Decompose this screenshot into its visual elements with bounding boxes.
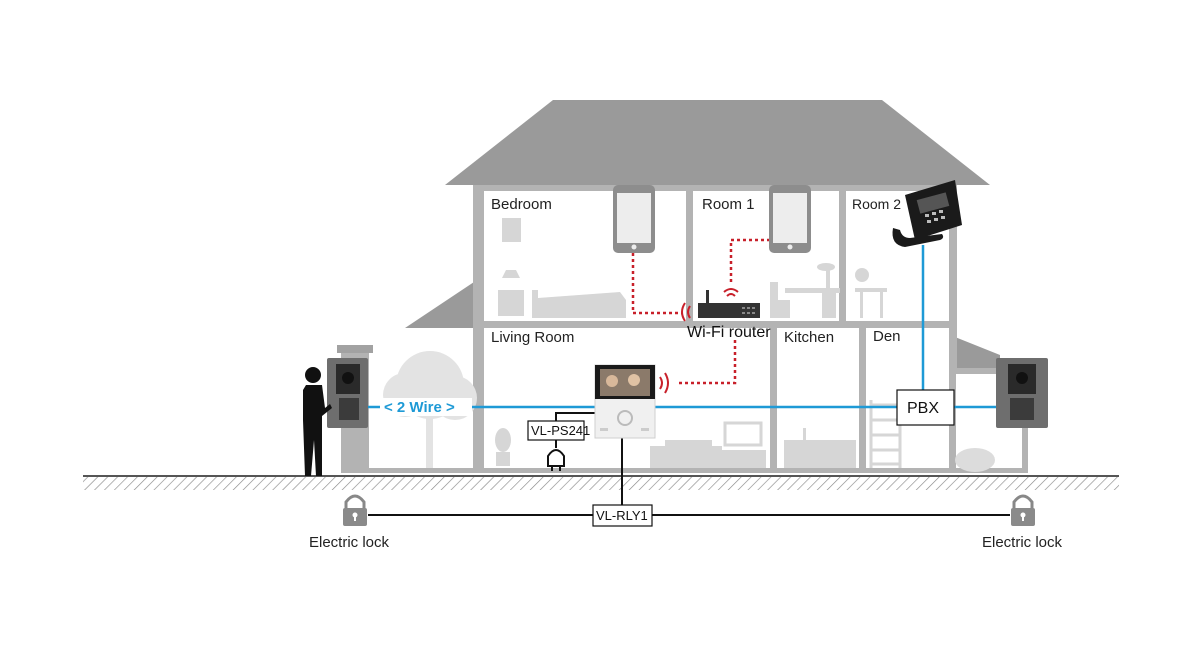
upper-roof (445, 100, 990, 185)
desk (785, 288, 840, 293)
sofa (650, 440, 722, 468)
padlock-icon (343, 494, 367, 526)
power-supply-box (527, 420, 585, 441)
plug-icon (547, 449, 565, 471)
smartphone-icon (613, 185, 655, 253)
power-supply-label: VL-PS241 (531, 423, 590, 438)
nightstand (498, 290, 524, 316)
room-label-kitchen: Kitchen (784, 329, 834, 346)
desk-phone-icon (892, 180, 962, 247)
door-station-icon (327, 358, 368, 428)
relay-label: VL-RLY1 (596, 508, 648, 523)
padlock-icon (1011, 494, 1035, 526)
tv-stand (722, 450, 766, 468)
electric-lock-label-right: Electric lock (982, 534, 1063, 551)
side-table (855, 288, 887, 292)
room-label-bedroom: Bedroom (491, 196, 552, 213)
lower-left-roof (405, 278, 480, 328)
room-label-den: Den (873, 328, 901, 345)
potted-plant-icon (495, 428, 511, 452)
lamp-icon (502, 270, 520, 278)
room-label-room2: Room 2 (852, 196, 901, 212)
plant-icon (855, 268, 869, 282)
smartphone-icon (769, 185, 811, 253)
chair (770, 282, 790, 318)
lower-right-roof (950, 335, 1000, 368)
ground (83, 475, 1119, 490)
picture-frame (502, 218, 521, 242)
visitor-silhouette-icon (303, 367, 332, 476)
black-wiring (368, 412, 1010, 516)
desk-lamp-icon (826, 268, 830, 288)
bed (532, 290, 626, 318)
door-station-icon (996, 358, 1048, 428)
relay-box (592, 504, 653, 527)
two-wire-label: < 2 Wire > (384, 399, 455, 416)
wifi-router-label: Wi-Fi router (687, 324, 771, 341)
pbx-label: PBX (907, 400, 939, 417)
room-label-living-room: Living Room (491, 329, 574, 346)
kitchen-counter (784, 440, 856, 468)
room-label-room1: Room 1 (702, 196, 755, 213)
video-monitor-icon (594, 364, 669, 439)
pbx-box (896, 389, 955, 426)
wifi-router-icon (681, 288, 760, 322)
electric-lock-label-left: Electric lock (309, 534, 390, 551)
tv-icon (723, 421, 763, 447)
bush-right (955, 448, 995, 472)
